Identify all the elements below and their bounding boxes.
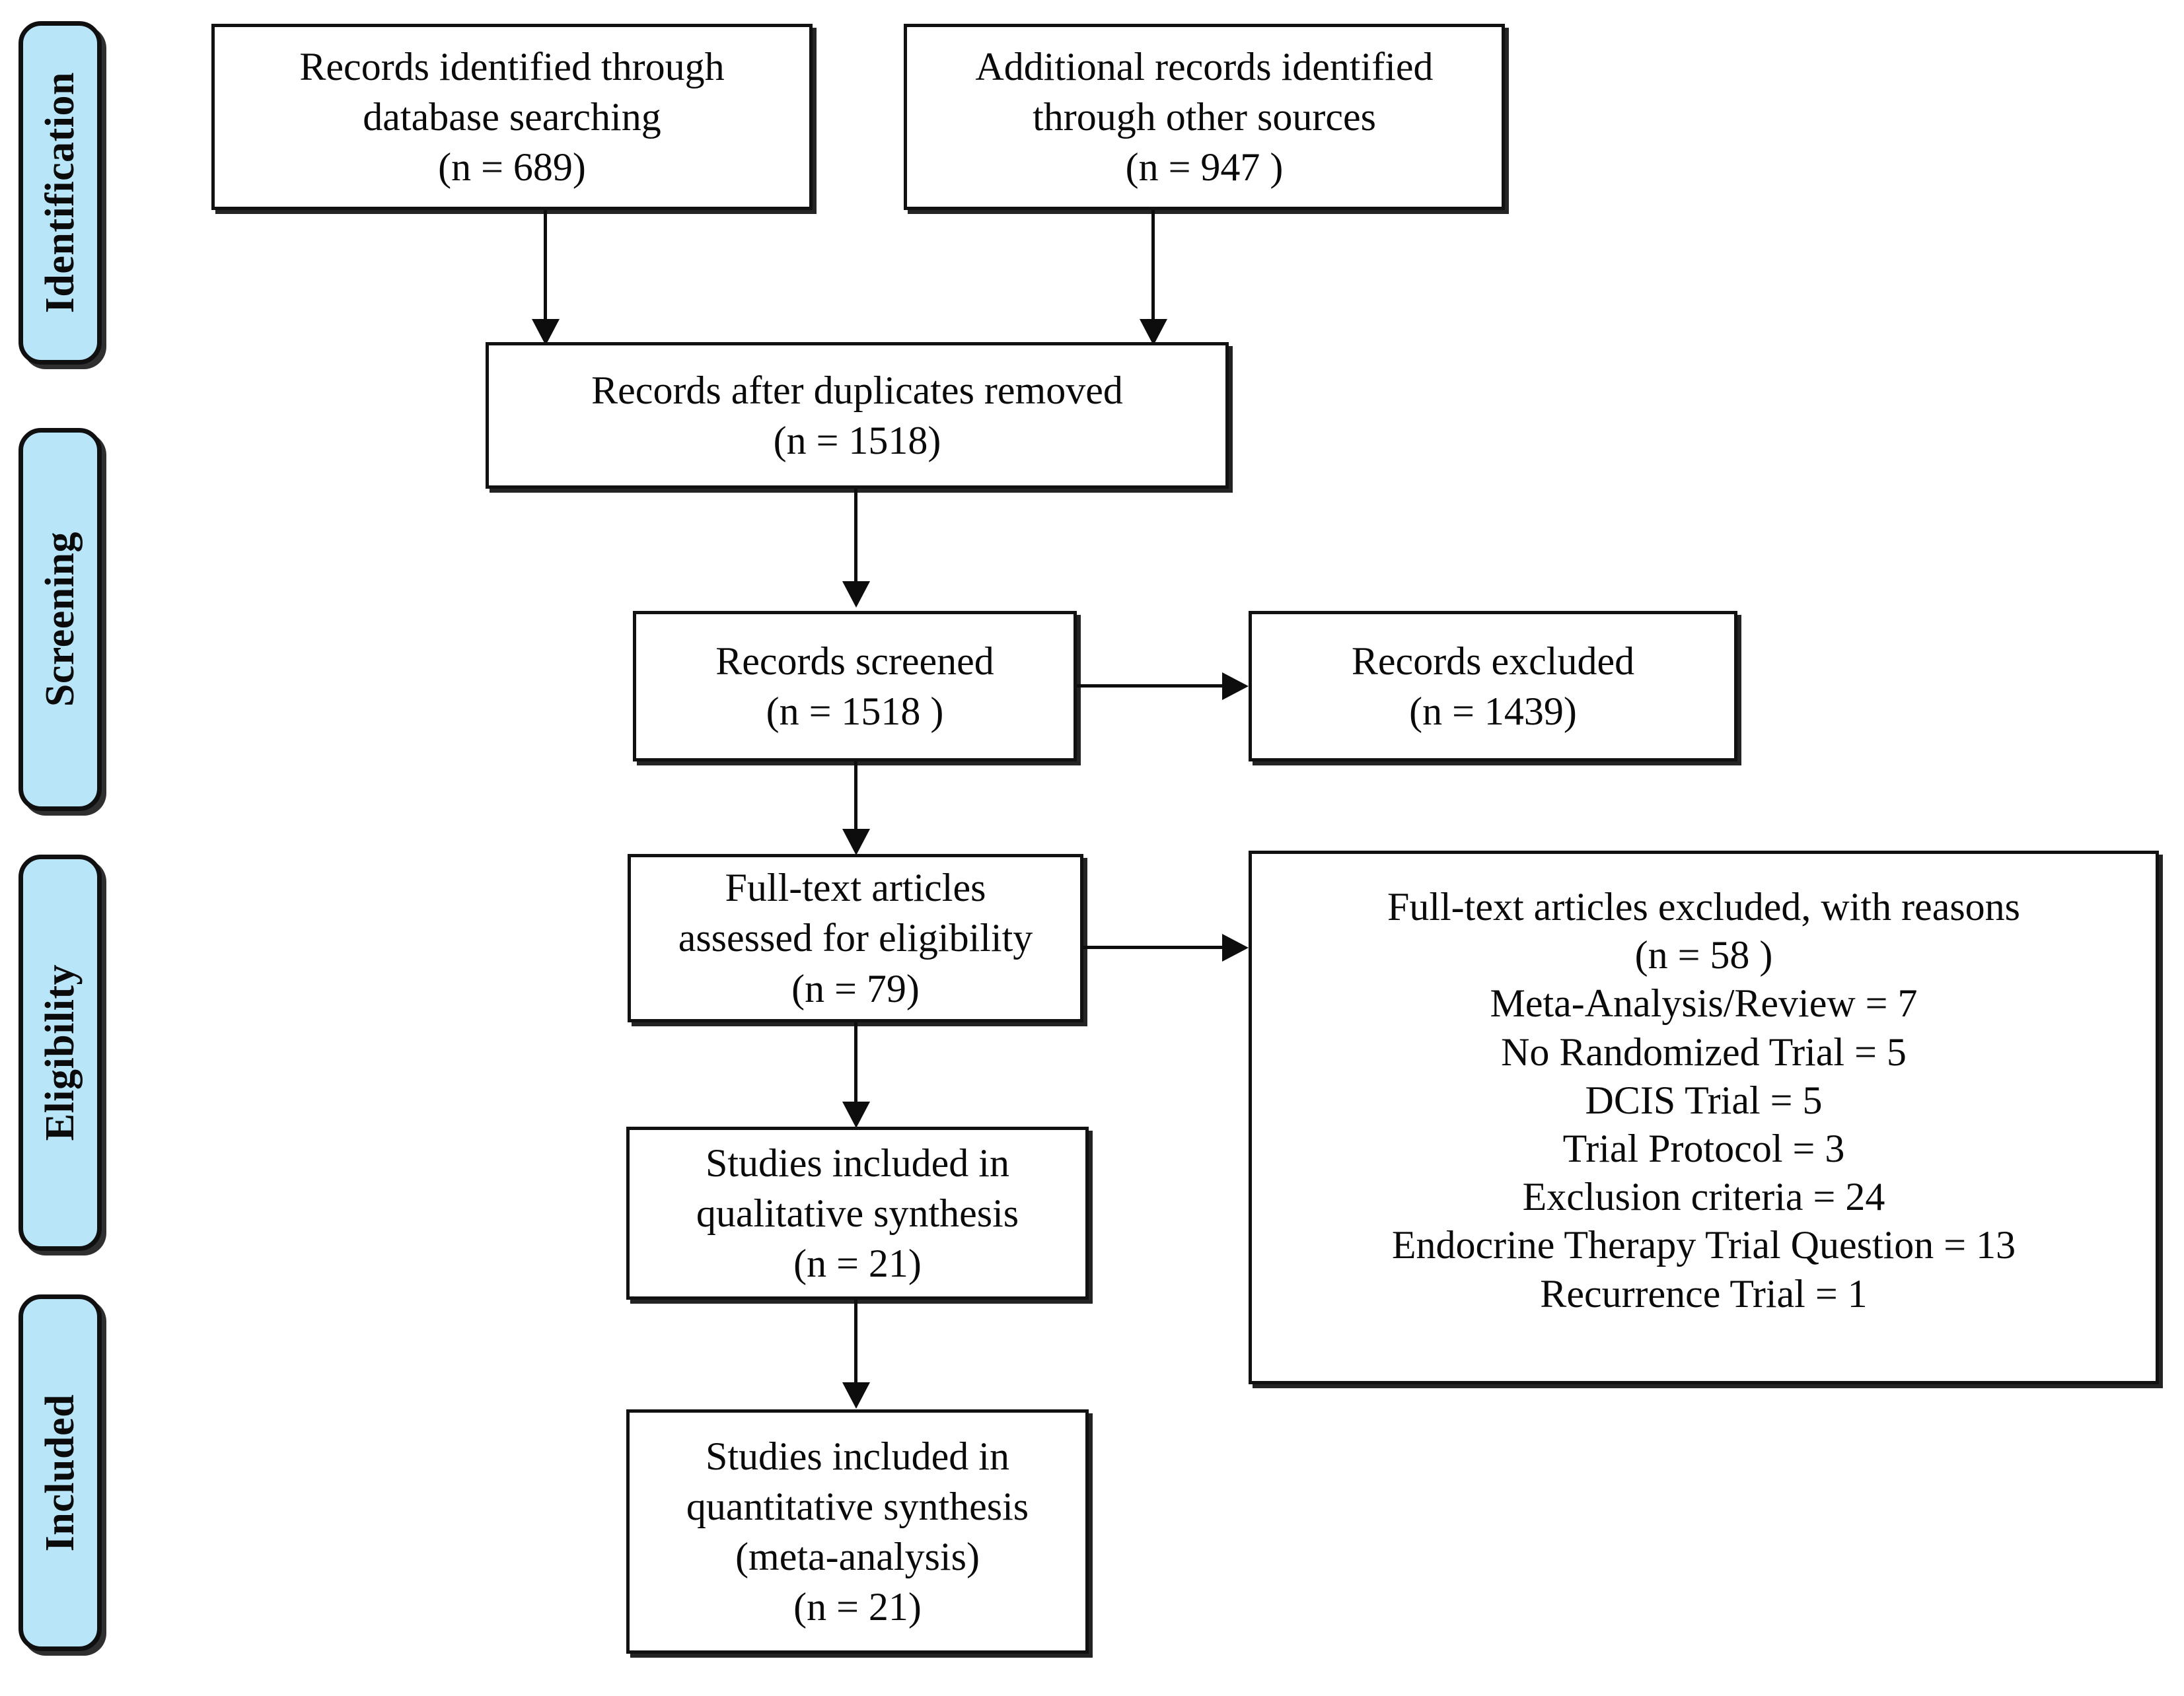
- box-line: (n = 1439): [1409, 689, 1577, 733]
- box-line: (n = 1518): [773, 419, 941, 462]
- box-additional-records-other-sources: Additional records identified through ot…: [904, 24, 1505, 210]
- box-line: Records excluded: [1351, 639, 1635, 683]
- box-studies-quantitative-synthesis: Studies included in quantitative synthes…: [626, 1409, 1089, 1654]
- connector-qualitative-to-quantitative: [854, 1300, 857, 1386]
- box-line: (n = 947 ): [1125, 145, 1284, 190]
- arrowhead-fulltext-to-qualitative: [842, 1102, 870, 1128]
- box-line: Records identified through: [299, 44, 725, 88]
- box-line: database searching: [363, 94, 661, 139]
- box-line: (n = 689): [438, 145, 586, 190]
- box-records-after-duplicates-removed: Records after duplicates removed (n = 15…: [486, 342, 1229, 489]
- box-line: quantitative synthesis: [686, 1484, 1029, 1528]
- stage-label-identification: Identification: [37, 72, 83, 314]
- connector-fulltext-to-excluded-reasons: [1083, 946, 1225, 949]
- arrowhead-screened-to-excluded: [1222, 672, 1249, 700]
- arrowhead-qualitative-to-quantitative: [842, 1382, 870, 1409]
- stage-label-included: Included: [37, 1394, 83, 1552]
- box-line: Recurrence Trial = 1: [1540, 1271, 1868, 1316]
- box-studies-qualitative-synthesis: Studies included in qualitative synthesi…: [626, 1127, 1089, 1300]
- box-line: Exclusion criteria = 24: [1522, 1175, 1885, 1219]
- connector-duplicates-to-screened: [854, 489, 857, 584]
- connector-other-sources-to-duplicates: [1151, 210, 1155, 322]
- box-line: (n = 79): [791, 966, 920, 1010]
- box-line: Trial Protocol = 3: [1562, 1126, 1845, 1170]
- connector-screened-to-excluded: [1077, 684, 1225, 688]
- stage-label-eligibility: Eligibility: [37, 964, 83, 1141]
- arrowhead-db-search-to-duplicates: [532, 319, 560, 345]
- box-line: Studies included in: [706, 1141, 1009, 1185]
- box-fulltext-assessed-for-eligibility: Full-text articles assessed for eligibil…: [628, 854, 1083, 1022]
- arrowhead-other-sources-to-duplicates: [1140, 319, 1167, 345]
- stage-tab-included: Included: [18, 1294, 102, 1651]
- box-line: (n = 1518 ): [766, 689, 944, 733]
- box-line: (n = 21): [793, 1585, 922, 1629]
- connector-db-search-to-duplicates: [544, 210, 547, 322]
- stage-tab-identification: Identification: [18, 21, 102, 365]
- stage-tab-eligibility: Eligibility: [18, 855, 102, 1251]
- box-line: Records screened: [715, 639, 994, 683]
- arrowhead-fulltext-to-excluded-reasons: [1222, 934, 1249, 962]
- box-line: through other sources: [1033, 94, 1376, 139]
- box-fulltext-excluded-with-reasons: Full-text articles excluded, with reason…: [1249, 851, 2159, 1384]
- box-records-identified-database: Records identified through database sear…: [211, 24, 813, 210]
- arrowhead-screened-to-fulltext: [842, 829, 870, 855]
- connector-screened-to-fulltext: [854, 761, 857, 833]
- stage-label-screening: Screening: [37, 532, 83, 707]
- stage-tab-screening: Screening: [18, 428, 102, 811]
- box-line: (n = 58 ): [1634, 933, 1773, 977]
- box-line: (meta-analysis): [735, 1535, 980, 1578]
- box-line: (n = 21): [793, 1242, 922, 1286]
- box-records-screened: Records screened (n = 1518 ): [633, 611, 1077, 761]
- box-line: Full-text articles excluded, with reason…: [1387, 885, 2021, 929]
- box-line: Endocrine Therapy Trial Question = 13: [1391, 1223, 2016, 1267]
- box-line: Additional records identified: [975, 44, 1434, 88]
- box-line: No Randomized Trial = 5: [1501, 1030, 1907, 1074]
- box-line: Records after duplicates removed: [591, 368, 1123, 412]
- arrowhead-duplicates-to-screened: [842, 581, 870, 608]
- box-line: Full-text articles: [725, 866, 986, 910]
- box-records-excluded: Records excluded (n = 1439): [1249, 611, 1737, 761]
- box-line: DCIS Trial = 5: [1585, 1078, 1823, 1122]
- connector-fulltext-to-qualitative: [854, 1022, 857, 1105]
- box-line: Meta-Analysis/Review = 7: [1490, 981, 1918, 1026]
- box-line: qualitative synthesis: [696, 1191, 1019, 1235]
- box-line: Studies included in: [706, 1434, 1009, 1478]
- box-line: assessed for eligibility: [678, 916, 1033, 960]
